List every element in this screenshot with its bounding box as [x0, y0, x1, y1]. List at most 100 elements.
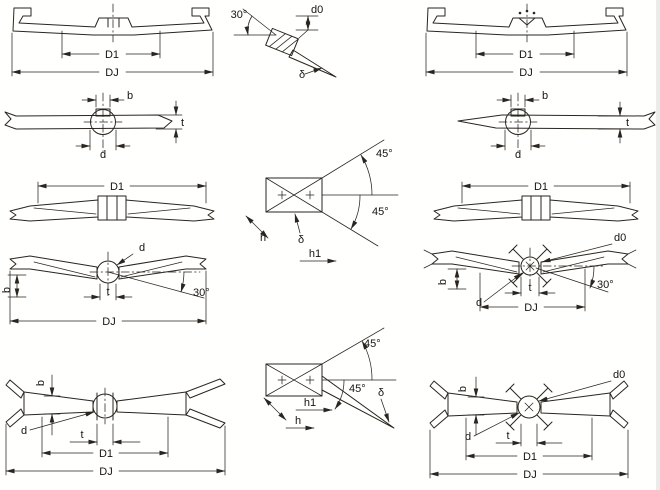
- panel-blade-bar-top-right: D1 DJ: [425, 3, 628, 79]
- angle-line: [321, 139, 385, 179]
- dim-label-delta: δ: [298, 234, 304, 246]
- panel-plate-detail-mid: 45° 45° h δ h1: [245, 139, 399, 264]
- edge-wedge: [321, 375, 395, 429]
- dim-label-d1: D1: [105, 49, 119, 61]
- leader-line: [298, 29, 309, 39]
- section-outline: [4, 111, 173, 130]
- blade-prong: [609, 380, 629, 400]
- angle-line: [535, 267, 609, 293]
- dim-label-delta: δ: [299, 69, 305, 81]
- dim-label-dj: DJ: [102, 316, 115, 328]
- leader-line: [304, 67, 323, 75]
- blade-body: [540, 250, 629, 275]
- dim-label-30: 30°: [231, 9, 248, 21]
- twist-line: [542, 256, 605, 273]
- dim-label-45-top: 45°: [376, 148, 393, 160]
- dim-label-t: t: [506, 430, 509, 442]
- dim-label-d1: D1: [110, 181, 124, 193]
- panel-twisted-blade-bore-left: d b t 30° DJ: [1, 242, 210, 328]
- dim-label-dj: DJ: [519, 67, 532, 79]
- dim-label-d1: D1: [519, 49, 533, 61]
- panel-fork-blade-left: b d t D1 DJ: [5, 374, 226, 478]
- cross-mark: [524, 402, 534, 412]
- dim-label-30: 30°: [193, 287, 210, 299]
- twist-line: [551, 207, 615, 215]
- dim-label-h: h: [295, 415, 301, 427]
- blade-body: [118, 255, 207, 280]
- leader-line: [29, 411, 95, 431]
- dim-label-delta: δ: [378, 387, 384, 399]
- angle-line: [321, 327, 385, 365]
- center-dot: [518, 11, 522, 15]
- panel-fork-blade-right: d0 b d t D1 DJ: [429, 369, 629, 481]
- dim-label-t: t: [181, 117, 184, 129]
- dim-label-b: b: [35, 380, 47, 386]
- blade-body: [447, 392, 518, 417]
- twist-line: [33, 261, 96, 278]
- angle-line: [321, 211, 379, 247]
- blade-prong: [429, 409, 449, 429]
- angle-arc: [350, 194, 361, 230]
- hatch-line: [268, 33, 286, 47]
- twist-line: [457, 207, 521, 215]
- dimension-line: [263, 397, 287, 421]
- dim-label-d0: d0: [311, 4, 323, 16]
- angle-arc: [244, 15, 253, 36]
- dim-label-h1: h1: [304, 397, 316, 409]
- dim-label-dj: DJ: [524, 302, 537, 314]
- blade-prong: [627, 263, 637, 269]
- scan-edge: [656, 0, 660, 490]
- leader-line: [116, 253, 134, 266]
- twist-line: [455, 256, 518, 273]
- section-rect: [265, 27, 299, 57]
- cross-mark: [277, 190, 315, 200]
- panel-section-right: b t d: [457, 90, 656, 161]
- dim-label-b: b: [457, 386, 469, 392]
- dim-label-d: d: [100, 149, 106, 161]
- dim-label-d1: D1: [523, 451, 537, 463]
- blade-body: [23, 391, 94, 416]
- twist-line: [127, 207, 191, 215]
- hub-rect: [97, 195, 127, 221]
- section-outline: [457, 111, 656, 130]
- dim-label-b: b: [127, 90, 133, 102]
- leader-line: [473, 412, 520, 437]
- dim-label-t: t: [626, 117, 629, 129]
- fork-arm: [505, 383, 553, 431]
- edge-wedge: [288, 49, 337, 78]
- blade-prong: [5, 379, 25, 399]
- hatch-line: [275, 35, 293, 50]
- blade-prong: [627, 249, 637, 255]
- blade-back-section: [265, 27, 299, 57]
- dim-label-d: d: [465, 431, 471, 443]
- dim-label-45-mid: 45°: [349, 383, 366, 395]
- angle-line: [107, 271, 205, 299]
- dim-label-b: b: [437, 279, 449, 285]
- dim-label-45-top: 45°: [364, 338, 381, 350]
- panel-section-left: b t d: [4, 90, 184, 161]
- dim-label-d0: d0: [614, 232, 626, 244]
- dim-label-dj: DJ: [99, 466, 112, 478]
- leader-line: [483, 272, 523, 303]
- dim-label-dj: DJ: [523, 469, 536, 481]
- dim-label-d1: D1: [99, 448, 113, 460]
- plate-diagonal: [265, 177, 323, 213]
- hatch-line: [281, 38, 299, 53]
- blade-body: [116, 391, 187, 416]
- dim-label-t: t: [80, 429, 83, 441]
- angle-line: [242, 8, 277, 36]
- cross-mark: [277, 375, 315, 385]
- dim-label-30: 30°: [597, 279, 614, 291]
- dim-label-b: b: [1, 287, 13, 293]
- blade-body: [549, 199, 639, 222]
- angle-arc: [589, 265, 596, 289]
- panel-blade-bar-top-left: D1 DJ: [11, 3, 214, 79]
- twist-line: [120, 261, 183, 278]
- center-dot: [532, 11, 536, 15]
- dim-label-dj: DJ: [105, 67, 118, 79]
- blade-prong: [185, 408, 226, 429]
- leader-line: [541, 243, 613, 263]
- blade-prong: [423, 249, 433, 255]
- panel-twisted-blade-fork-right: d0 b d t DJ 30°: [423, 232, 637, 314]
